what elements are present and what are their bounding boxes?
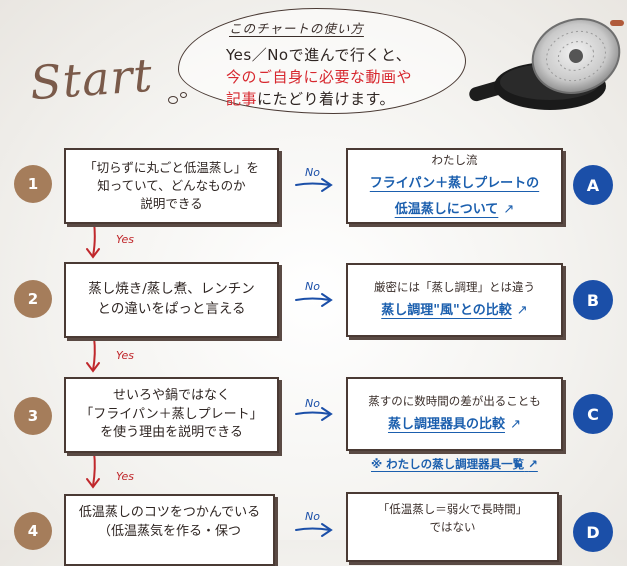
frying-pan-image <box>468 6 627 122</box>
answer-box-a: わたし流 フライパン＋蒸しプレートの 低温蒸しについて ↗ <box>346 148 563 224</box>
answer-a-link-line-1[interactable]: フライパン＋蒸しプレートの <box>369 176 540 192</box>
question-3-line-3: を使う理由を説明できる <box>100 425 243 441</box>
answer-letter-c: C <box>573 394 613 434</box>
no-arrowhead-1 <box>321 178 333 192</box>
question-1-line-3: 説明できる <box>140 196 203 212</box>
question-4-line-1: 低温蒸しのコツをつかんでいる <box>78 505 261 520</box>
bubble-line-2: 今のご自身に必要な動画や <box>226 68 413 86</box>
answer-box-c: 蒸すのに数時間の差が出ることも 蒸し調理器具の比較 ↗ <box>346 377 563 451</box>
bubble-line-1: Yes／Noで進んで行くと、 <box>226 46 412 64</box>
no-label-3: No <box>305 397 320 410</box>
bubble-line-3: 記事にたどり着けます。 <box>226 88 395 109</box>
question-1-line-2: 知っていて、どんなものか <box>97 177 246 193</box>
external-link-icon: ↗ <box>528 457 538 471</box>
answer-letter-a: A <box>573 165 613 205</box>
no-arrow-3 <box>295 411 331 415</box>
yes-arrow-1 <box>92 221 96 257</box>
yes-arrow-3 <box>92 451 96 487</box>
answer-letter-b: B <box>573 280 613 320</box>
bubble-title: このチャートの使い方 <box>229 21 364 36</box>
answer-a-link-line-2[interactable]: 低温蒸しについて <box>394 202 499 218</box>
answer-a-intro: わたし流 <box>431 153 478 167</box>
yes-arrowhead-3 <box>86 478 100 489</box>
no-arrow-2 <box>295 297 331 301</box>
answer-letter-d: D <box>573 512 613 552</box>
question-1-line-1: 「切らずに丸ごと低温蒸し」を <box>84 159 259 175</box>
answer-b-intro: 厳密には「蒸し調理」とは違う <box>374 279 535 294</box>
yes-label-2: Yes <box>116 349 135 362</box>
bubble-line-3-rest: にたどり着けます。 <box>257 90 396 108</box>
answer-box-d: 「低温蒸し＝弱火で長時間」 ではない <box>346 492 559 562</box>
no-arrowhead-4 <box>321 523 333 537</box>
question-4-line-2: （低温蒸気を作る・保つ <box>97 523 241 539</box>
yes-label-3: Yes <box>116 470 135 483</box>
step-number-3: 3 <box>14 397 52 435</box>
step-number-1: 1 <box>14 165 52 203</box>
bubble-highlight: 記事 <box>226 90 258 108</box>
yes-arrowhead-1 <box>86 248 100 259</box>
no-label-2: No <box>305 280 320 293</box>
external-link-icon: ↗ <box>503 202 515 218</box>
question-box-2: 蒸し焼き/蒸し煮、レンチン との違いをぱっと言える <box>64 262 279 338</box>
answer-c-intro: 蒸すのに数時間の差が出ることも <box>368 393 541 408</box>
answer-c-link[interactable]: 蒸し調理器具の比較 <box>387 417 505 433</box>
answer-d-intro-1: 「低温蒸し＝弱火で長時間」 <box>377 502 528 516</box>
question-box-4: 低温蒸しのコツをつかんでいる （低温蒸気を作る・保つ <box>64 494 275 566</box>
step-number-4: 4 <box>14 512 52 550</box>
no-arrowhead-2 <box>321 293 333 307</box>
answer-box-b: 厳密には「蒸し調理」とは違う 蒸し調理"風"との比較 ↗ <box>346 263 563 337</box>
question-box-3: せいろや鍋ではなく 「フライパン＋蒸しプレート」 を使う理由を説明できる <box>64 377 279 453</box>
equipment-list-text: ※ わたしの蒸し調理器具一覧 <box>371 457 525 471</box>
external-link-icon: ↗ <box>510 417 521 433</box>
no-label-4: No <box>305 510 320 523</box>
external-link-icon: ↗ <box>516 303 528 319</box>
question-3-line-2: 「フライパン＋蒸しプレート」 <box>80 406 263 422</box>
flow-arrows <box>86 178 333 537</box>
question-3-line-1: せいろや鍋ではなく <box>112 387 230 403</box>
yes-arrow-2 <box>92 336 96 371</box>
step-number-2: 2 <box>14 280 52 318</box>
answer-b-link[interactable]: 蒸し調理"風"との比較 <box>381 303 512 319</box>
question-box-1: 「切らずに丸ごと低温蒸し」を 知っていて、どんなものか 説明できる <box>64 148 279 224</box>
no-arrow-4 <box>295 527 331 531</box>
question-2-line-2: との違いをぱっと言える <box>97 301 246 317</box>
no-arrowhead-3 <box>321 407 333 421</box>
question-2-line-1: 蒸し焼き/蒸し煮、レンチン <box>88 281 255 298</box>
yes-label-1: Yes <box>116 233 135 246</box>
no-label-1: No <box>305 166 320 179</box>
no-arrow-1 <box>295 182 331 186</box>
speech-bubble <box>178 8 466 114</box>
equipment-list-link[interactable]: ※ わたしの蒸し調理器具一覧 ↗ <box>371 456 538 472</box>
yes-arrowhead-2 <box>86 362 100 373</box>
answer-d-intro-2: ではない <box>429 520 476 535</box>
